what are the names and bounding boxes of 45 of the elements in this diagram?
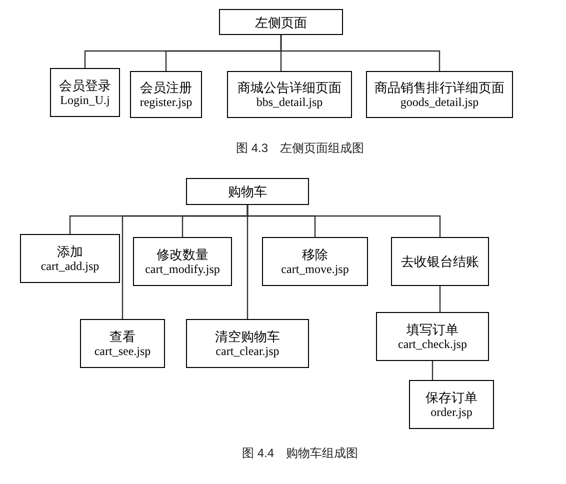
figure-caption: 图 4.3 左侧页面组成图 <box>234 140 365 157</box>
connector-line <box>439 286 441 312</box>
page-box <box>391 237 489 286</box>
file-name: cart_check.jsp <box>398 338 467 350</box>
file-name: register.jsp <box>140 96 192 108</box>
page-title: 填写订单 <box>406 323 458 336</box>
figure-caption: 图 4.4 购物车组成图 <box>240 445 359 462</box>
file-name: cart_clear.jsp <box>216 345 280 357</box>
page-box <box>133 237 232 286</box>
page-title: 会员登录 <box>59 79 111 92</box>
page-box <box>186 178 309 205</box>
page-title: 会员注册 <box>140 81 192 94</box>
page-box <box>20 234 120 283</box>
page-title: 商品销售排行详细页面 <box>374 81 504 94</box>
page-box <box>130 71 202 118</box>
page-title: 去收银台结账 <box>401 255 479 268</box>
page-box <box>186 319 309 368</box>
page-title: 商城公告详细页面 <box>238 81 342 94</box>
page-box <box>376 312 489 361</box>
file-name: cart_add.jsp <box>40 260 100 272</box>
page-box <box>219 9 343 35</box>
file-name: goods_detail.jsp <box>400 96 479 108</box>
page-title: 修改数量 <box>156 248 208 261</box>
page-title: 清空购物车 <box>215 330 280 343</box>
page-title: 左侧页面 <box>255 16 307 28</box>
page-box <box>227 71 352 118</box>
file-name: cart_modify.jsp <box>145 263 220 275</box>
page-title: 查看 <box>110 330 136 343</box>
page-title: 添加 <box>57 245 83 258</box>
page-box <box>50 68 120 117</box>
connector-line <box>432 361 434 380</box>
file-name: cart_move.jsp <box>281 263 349 275</box>
page-box <box>262 237 368 286</box>
file-name: order.jsp <box>430 406 472 418</box>
page-title: 移除 <box>302 248 328 261</box>
page-box <box>366 71 513 118</box>
file-name: Login_U.j <box>60 94 110 106</box>
file-name: cart_see.jsp <box>94 345 151 357</box>
connector-line <box>246 205 248 319</box>
page-title: 保存订单 <box>426 391 478 404</box>
page-box <box>80 319 165 368</box>
connector-line <box>280 35 440 71</box>
page-box <box>409 380 494 429</box>
page-title: 购物车 <box>228 185 267 198</box>
file-name: bbs_detail.jsp <box>256 96 323 108</box>
